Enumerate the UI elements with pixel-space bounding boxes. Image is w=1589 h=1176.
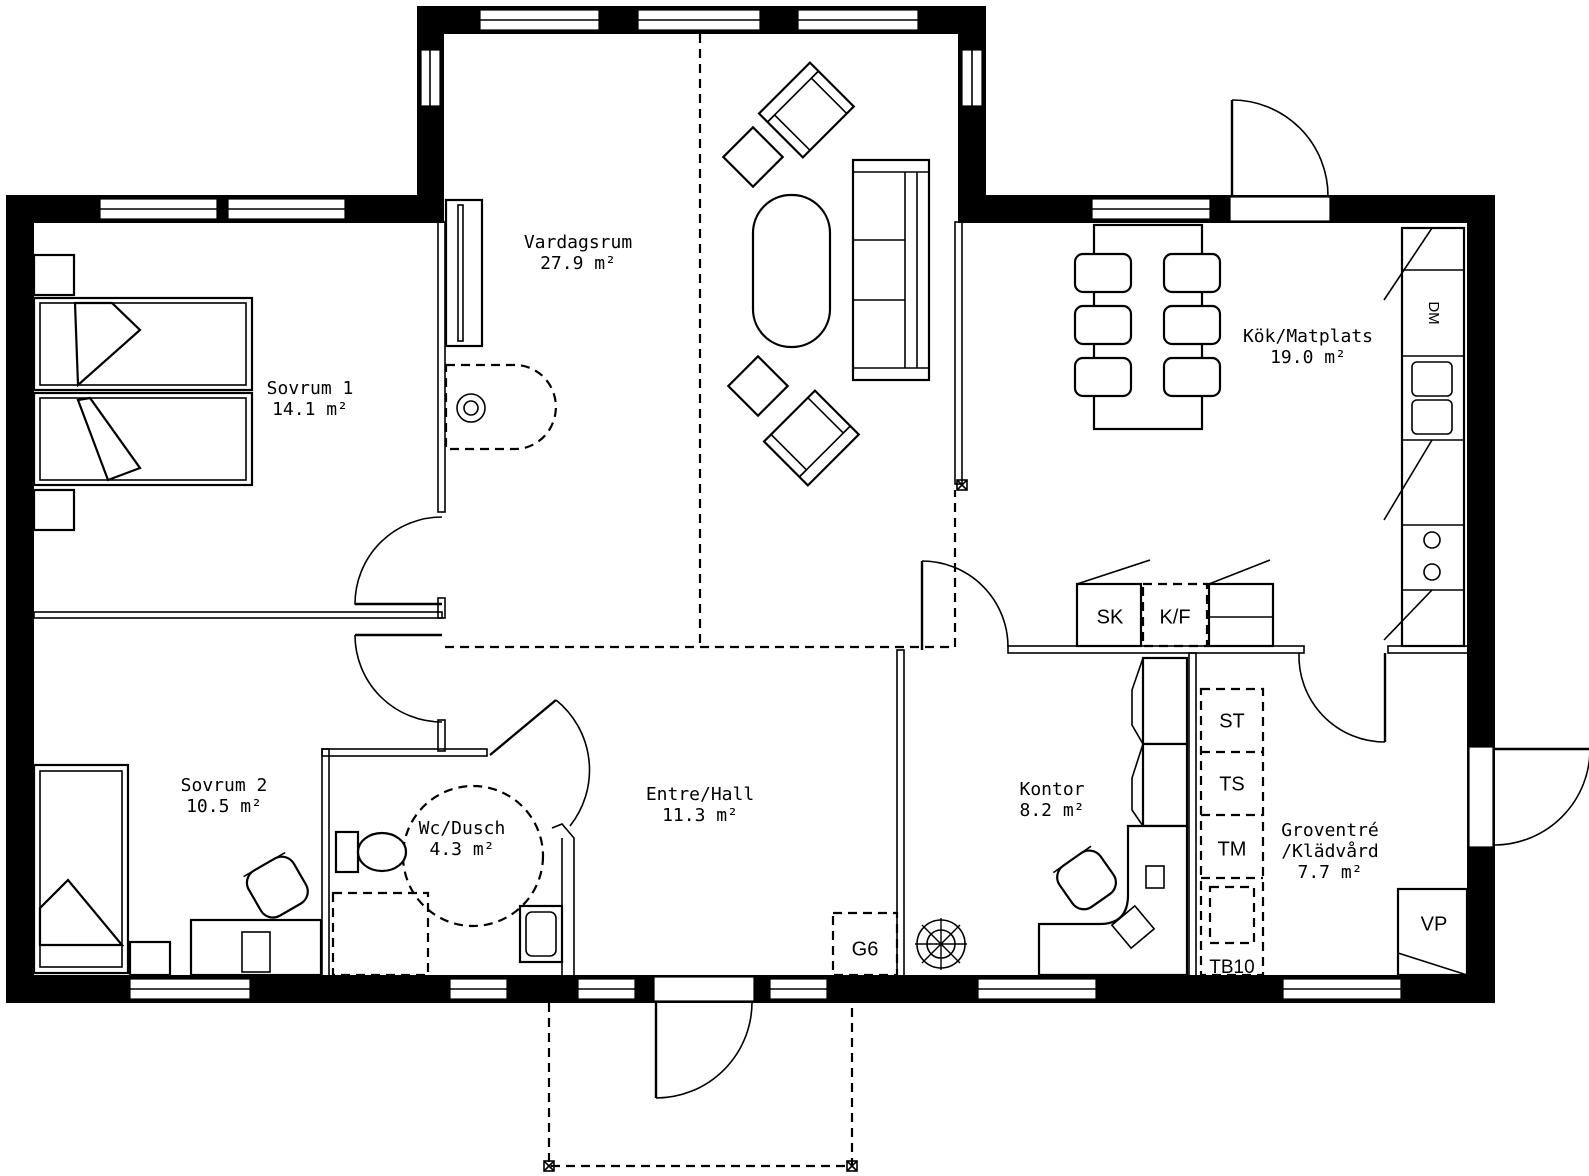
- room-name: Kontor: [1019, 779, 1084, 800]
- zone-lines: [445, 34, 968, 649]
- fixture-g6: G6: [852, 938, 879, 960]
- laundry-column: [1199, 687, 1265, 977]
- fixture-st: ST: [1219, 710, 1245, 732]
- room-area: 4.3 m²: [429, 839, 494, 860]
- living-furniture: [444, 61, 931, 487]
- exterior-doors: [653, 99, 1589, 1099]
- room-name: Vardagsrum: [524, 232, 632, 253]
- porch: [543, 1003, 858, 1172]
- room-area: 27.9 m²: [540, 253, 616, 274]
- kitchen-furniture: [1073, 223, 1466, 648]
- interior-doors: [354, 516, 1387, 827]
- room-area: 14.1 m²: [272, 399, 348, 420]
- room-name-line2: /Klädvård: [1281, 841, 1379, 862]
- fixture-dm: DM: [1425, 301, 1442, 324]
- wc-fixtures: [331, 784, 564, 977]
- fixture-vp: VP: [1421, 913, 1448, 935]
- room-name: Sovrum 1: [267, 378, 354, 399]
- interior-walls: [33, 221, 1469, 978]
- office-furniture: [1037, 656, 1189, 977]
- room-area: 8.2 m²: [1019, 800, 1084, 821]
- windows: [99, 9, 1402, 1000]
- room-name: Groventré: [1281, 820, 1379, 841]
- bedroom1-furniture: [32, 198, 484, 532]
- room-area: 7.7 m²: [1297, 862, 1362, 883]
- fixture-sk: SK: [1097, 606, 1124, 628]
- room-area: 10.5 m²: [186, 796, 262, 817]
- fixture-tm: TM: [1218, 838, 1247, 860]
- room-area: 11.3 m²: [662, 805, 738, 826]
- fixture-tags: SK K/F ST TS TM TB10 VP G6 DM: [852, 301, 1448, 978]
- room-name: Wc/Dusch: [419, 818, 506, 839]
- fixture-ts: TS: [1219, 773, 1245, 795]
- room-area: 19.0 m²: [1270, 347, 1346, 368]
- room-labels: Vardagsrum 27.9 m² Kök/Matplats 19.0 m² …: [181, 232, 1379, 883]
- hall-fixtures: [831, 911, 967, 977]
- fixture-tb10: TB10: [1209, 957, 1254, 978]
- bedroom2-furniture: [32, 763, 323, 977]
- fixture-kf: K/F: [1159, 606, 1190, 628]
- room-name: Kök/Matplats: [1243, 326, 1373, 347]
- room-name: Sovrum 2: [181, 775, 268, 796]
- room-name: Entre/Hall: [646, 784, 754, 805]
